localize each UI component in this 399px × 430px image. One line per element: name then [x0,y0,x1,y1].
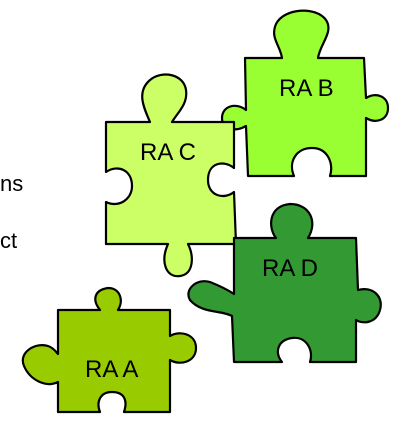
puzzle-piece-ra-b: RA B [220,9,390,178]
clipped-text-fragment-1: ns [0,171,24,196]
puzzle-piece-ra-a-label: RA A [85,356,138,383]
puzzle-piece-ra-b-label: RA B [279,75,334,102]
puzzle-piece-ra-c-label: RA C [140,139,196,166]
puzzle-piece-ra-c-shape [104,73,238,278]
puzzle-piece-ra-d-shape [187,202,382,364]
puzzle-piece-ra-a-shape [21,286,198,414]
puzzle-piece-ra-d: RA D [187,202,382,364]
puzzle-piece-ra-d-label: RA D [262,255,318,282]
puzzle-piece-ra-a: RA A [21,286,198,414]
puzzle-piece-ra-c: RA C [104,73,238,278]
clipped-text-fragment-2: ct [0,228,18,253]
